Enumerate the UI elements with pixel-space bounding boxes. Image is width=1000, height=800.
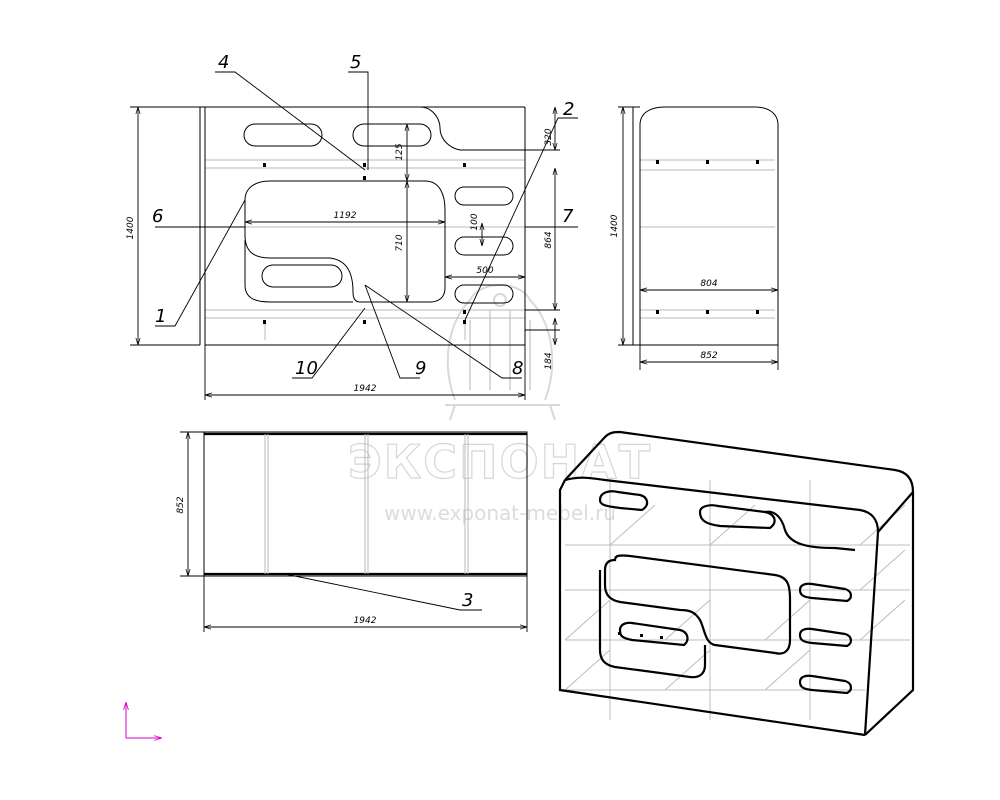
- dim-front-height: 1400: [126, 216, 136, 239]
- callout-1: 1: [155, 306, 166, 327]
- front-view: 1400 1942 1192 710 125 100 500 320 864 1…: [126, 52, 578, 400]
- dim-slot-height: 125: [395, 143, 405, 160]
- side-view: 1400 804 852: [610, 106, 779, 370]
- front-opening: [244, 180, 446, 303]
- axis-indicator-icon: [126, 702, 162, 738]
- dim-side-outer-width: 852: [700, 351, 717, 361]
- dim-step-width: 500: [476, 266, 493, 276]
- dim-opening-width: 1192: [334, 211, 357, 221]
- isometric-view: [558, 430, 915, 737]
- iso-opening: [603, 554, 792, 655]
- dim-side-height: 1400: [610, 214, 620, 237]
- callout-10: 10: [295, 358, 318, 379]
- callout-8: 7: [562, 206, 574, 227]
- top-view: 852 1942 3: [176, 431, 528, 632]
- dim-top-depth: 852: [176, 496, 186, 513]
- dim-side-inner-width: 804: [700, 279, 717, 289]
- front-dimensions: 1400 1942 1192 710 125 100 500 320 864 1…: [126, 106, 560, 400]
- dim-bottom-height: 184: [544, 352, 554, 369]
- callout-2: 2: [563, 99, 574, 120]
- watermark-url: www.exponat-mebel.ru: [384, 501, 616, 525]
- watermark: ЭКСПОНАТ www.exponat-mebel.ru: [347, 284, 651, 525]
- dim-slot-gap: 100: [470, 213, 480, 230]
- side-outline: [639, 106, 779, 346]
- iso-top: [564, 430, 915, 736]
- dim-opening-height: 710: [395, 234, 405, 251]
- front-outline: [199, 106, 526, 346]
- callout-3: 3: [462, 590, 473, 611]
- chair-logo-icon: [445, 284, 560, 421]
- callout-6: 5: [350, 52, 361, 73]
- front-callouts: 4 5 6 1 2 7 10 9 8: [152, 52, 578, 379]
- top-outline: [203, 431, 528, 577]
- dim-middle-height: 864: [544, 231, 554, 248]
- callout-5: 6: [152, 206, 163, 227]
- callout-4: 4: [218, 52, 229, 73]
- dim-top-length: 1942: [354, 616, 377, 626]
- callout-7: 8: [512, 358, 523, 379]
- dim-front-width: 1942: [354, 384, 377, 394]
- callout-9: 9: [415, 358, 426, 379]
